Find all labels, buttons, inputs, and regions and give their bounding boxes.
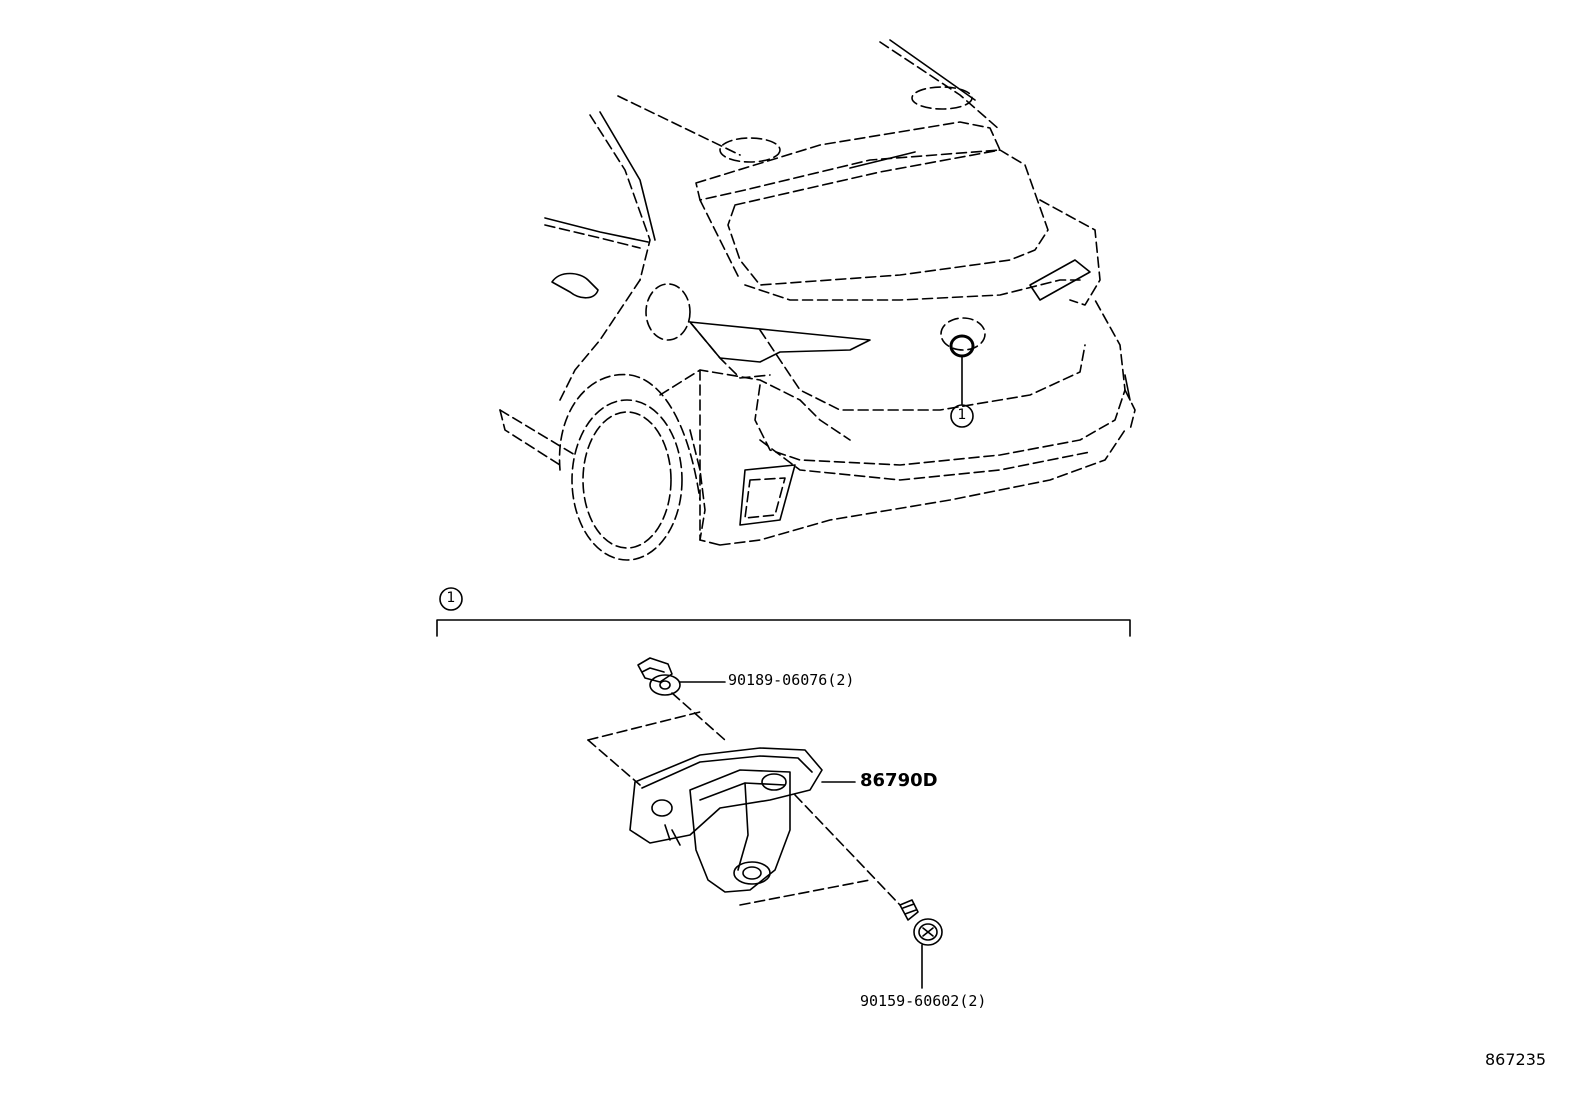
part-number-screw[interactable]: 90159-60602(2) bbox=[860, 992, 987, 1010]
screw-icon bbox=[899, 899, 943, 946]
callout-circle-car bbox=[950, 404, 974, 428]
group-bracket bbox=[436, 619, 1131, 637]
camera-assembly-icon bbox=[587, 711, 871, 906]
callout-circle-group bbox=[439, 587, 463, 611]
callout-label-group: 1 bbox=[446, 590, 456, 606]
screw-install-line bbox=[794, 794, 901, 906]
part-number-camera[interactable]: 86790D bbox=[860, 770, 938, 791]
callout-label-car: 1 bbox=[957, 407, 967, 423]
part-number-clip[interactable]: 90189-06076(2) bbox=[728, 671, 855, 689]
car-rear-view-icon bbox=[499, 39, 1136, 561]
clip-icon bbox=[637, 657, 681, 696]
diagram-number: 867235 bbox=[1485, 1050, 1547, 1069]
clip-install-line bbox=[671, 692, 726, 741]
